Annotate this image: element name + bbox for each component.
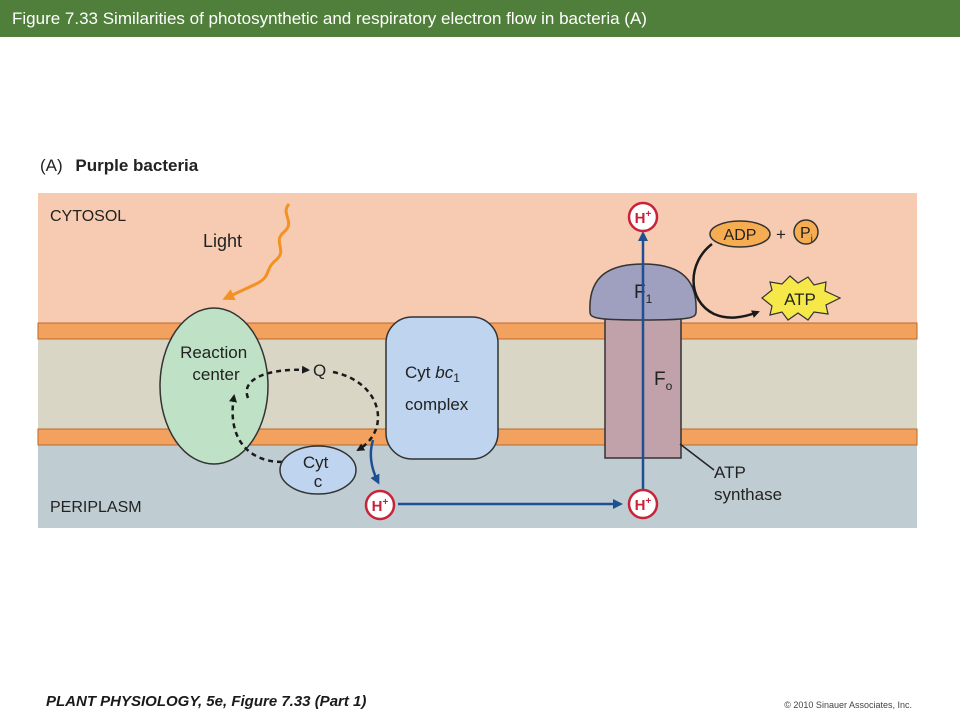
proton-release-arrow [369,439,380,485]
phosphate-molecule [793,219,819,245]
cyt-bc1-label-line2: complex [405,395,469,414]
atp-synthase-leader [679,443,715,471]
cyt-c [279,445,357,495]
electron-path-rc-to-q [245,365,310,399]
title-bar: Figure 7.33 Similarities of photosynthet… [0,0,960,37]
electron-path-cytc-to-rc [229,394,283,464]
atp-label: ATP [784,290,816,309]
adp-molecule [709,220,771,248]
reaction-center [159,307,269,465]
light-label: Light [203,231,242,251]
atp-starburst [761,275,842,321]
figure-title: Figure 7.33 Similarities of photosynthet… [12,9,647,28]
proton-badge-periplasm-left: H+ [364,489,396,521]
panel-letter: (A) [40,156,63,175]
proton-badge-cytosol: H+ [627,201,659,233]
book-reference: PLANT PHYSIOLOGY, 5e, Figure 7.33 (Part … [46,693,367,710]
quinone-label: Q [313,361,326,380]
atp-synthesis-arrow [692,243,760,319]
panel-title: Purple bacteria [75,156,198,175]
panel-label: (A) Purple bacteria [40,156,199,175]
cytosol-label: CYTOSOL [50,208,126,225]
plus-sign: + [776,225,786,244]
cyt-bc1-complex [385,316,499,460]
light-wave-arrow [222,202,291,301]
cyt-c-label: Cyt c [303,453,333,491]
f1-label: F1 [634,282,653,306]
phosphate-label: Pi [800,225,813,245]
svg-text:H+: H+ [635,209,652,227]
cyt-bc1-label-line1: Cyt bc1 [405,363,460,385]
reaction-center-label: Reaction center [180,343,252,384]
svg-text:H+: H+ [372,497,389,515]
periplasm-label: PERIPLASM [50,499,142,516]
svg-text:H+: H+ [635,496,652,514]
fo-label: Fo [654,369,673,393]
adp-label: ADP [724,227,757,244]
electron-path-q-to-cytc [332,370,380,452]
copyright-notice: © 2010 Sinauer Associates, Inc. [784,700,912,710]
atp-synthase-label: ATP synthase [714,463,782,504]
proton-badge-periplasm-right: H+ [627,488,659,520]
